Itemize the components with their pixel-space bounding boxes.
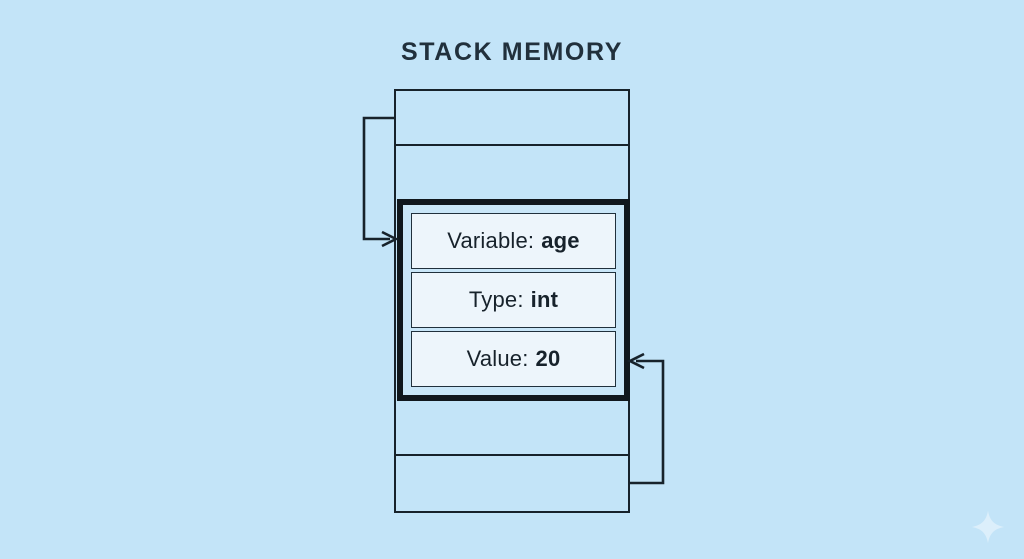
type-label: Type: — [468, 287, 524, 312]
right-connector-arrowhead-icon — [627, 352, 645, 370]
page-title: STACK MEMORY — [401, 38, 623, 66]
stack-divider-bottom — [394, 454, 630, 456]
value-value: 20 — [535, 346, 561, 371]
entry-row-variable: Variable: age — [411, 213, 616, 269]
variable-label: Variable: — [447, 228, 535, 253]
type-value: int — [530, 287, 559, 312]
stack-slot-empty-2 — [396, 146, 628, 198]
stack-divider-top — [394, 144, 630, 146]
highlighted-stack-entry: Variable: age Type: int Value: 20 — [397, 199, 630, 401]
entry-row-value: Value: 20 — [411, 331, 616, 387]
variable-value: age — [541, 228, 580, 253]
stack-slot-empty-4 — [396, 456, 628, 511]
left-connector-arrow — [362, 116, 394, 241]
entry-row-type: Type: int — [411, 272, 616, 328]
right-connector-arrow — [630, 359, 665, 485]
stack-slot-empty-3 — [396, 402, 628, 454]
stack-slot-empty-1 — [396, 91, 628, 144]
value-label: Value: — [466, 346, 529, 371]
sparkle-icon — [971, 510, 1005, 544]
